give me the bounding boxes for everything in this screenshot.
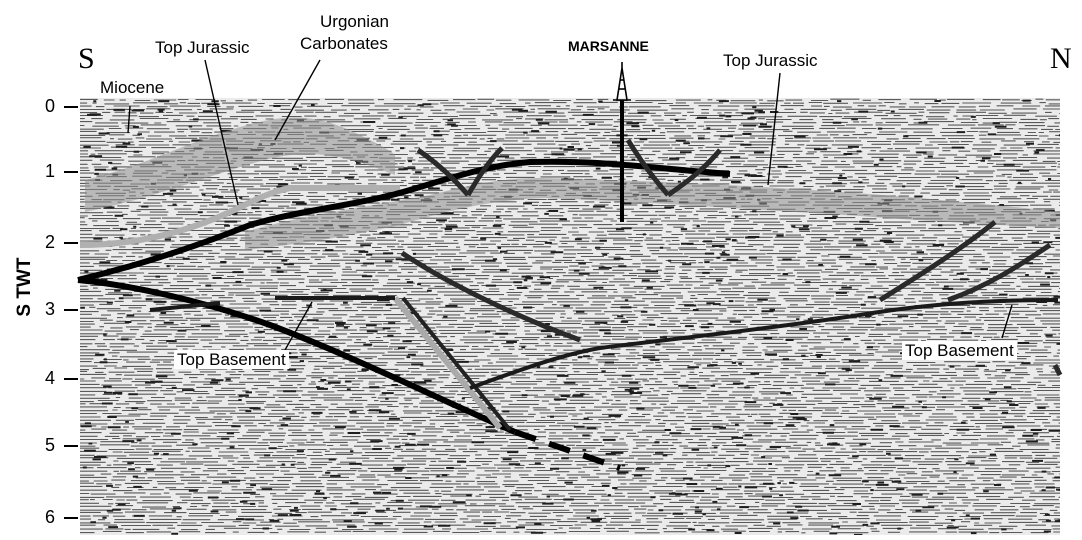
label-top-basement-left: Top Basement — [174, 350, 289, 369]
label-top-jurassic-right: Top Jurassic — [723, 51, 817, 70]
direction-north: N — [1050, 42, 1072, 76]
tick-label: 4 — [25, 368, 55, 389]
tick-label: 5 — [25, 435, 55, 456]
axis-ticks — [64, 107, 78, 518]
label-urgonian-line1: Urgonian — [320, 12, 389, 31]
well-derrick-icon — [613, 62, 631, 100]
tick-label: 1 — [25, 161, 55, 182]
well-label: MARSANNE — [568, 38, 649, 54]
label-urgonian-line2: Carbonates — [300, 34, 388, 53]
tick-label: 6 — [25, 507, 55, 528]
tick-label: 0 — [25, 96, 55, 117]
tick-label: 2 — [25, 232, 55, 253]
label-top-jurassic-left: Top Jurassic — [155, 38, 249, 57]
label-top-basement-right: Top Basement — [902, 341, 1017, 360]
label-miocene: Miocene — [100, 78, 164, 97]
tick-label: 3 — [25, 299, 55, 320]
direction-south: S — [78, 42, 95, 76]
